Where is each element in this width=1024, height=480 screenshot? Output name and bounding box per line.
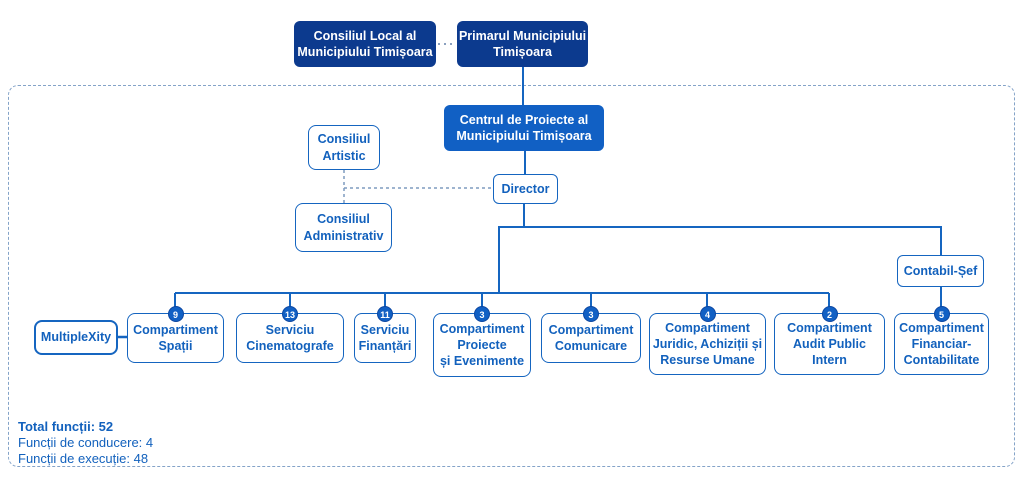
org-node-serviciu-finantari: 11 Serviciu Finanțări bbox=[354, 306, 416, 363]
department-label: Compartiment Proiecte și Evenimente bbox=[439, 321, 525, 369]
summary-conducere: Funcții de conducere: 4 bbox=[18, 434, 154, 450]
department-label: Compartiment Financiar- Contabilitate bbox=[899, 320, 984, 368]
org-node-consiliul-administrativ: Consiliul Administrativ bbox=[295, 203, 392, 252]
org-node-director: Director bbox=[493, 174, 558, 204]
department-label: Serviciu Finanțări bbox=[358, 322, 412, 353]
headcount-badge: 9 bbox=[167, 306, 184, 322]
org-node-centrul-de-proiecte: Centrul de Proiecte al Municipiului Timi… bbox=[444, 105, 604, 151]
org-node-compartiment-proiecte-evenimente: 3 Compartiment Proiecte și Evenimente bbox=[433, 306, 531, 377]
department-label: Serviciu Cinematografe bbox=[246, 322, 334, 353]
org-node-compartiment-comunicare: 3 Compartiment Comunicare bbox=[541, 306, 641, 363]
functions-summary: Total funcții: 52 Funcții de conducere: … bbox=[18, 419, 153, 467]
headcount-badge: 4 bbox=[699, 306, 716, 322]
headcount-badge: 11 bbox=[377, 306, 393, 322]
org-node-consiliul-artistic: Consiliul Artistic bbox=[308, 125, 380, 170]
headcount-badge: 13 bbox=[282, 306, 298, 322]
department-label: Compartiment Audit Public Intern bbox=[787, 320, 872, 368]
department-label: Compartiment Juridic, Achiziții și Resur… bbox=[652, 320, 763, 368]
summary-executie: Funcții de execuție: 48 bbox=[18, 450, 149, 466]
department-label: Compartiment Spații bbox=[133, 322, 218, 353]
org-node-compartiment-spatii: 9 Compartiment Spații bbox=[127, 306, 224, 363]
org-node-primarul: Primarul Municipiului Timișoara bbox=[457, 21, 588, 67]
org-node-serviciu-cinematografe: 13 Serviciu Cinematografe bbox=[236, 306, 344, 363]
org-node-consiliul-local: Consiliul Local al Municipiului Timișoar… bbox=[294, 21, 436, 67]
summary-total: Total funcții: 52 bbox=[18, 419, 114, 434]
headcount-badge: 5 bbox=[933, 306, 950, 322]
department-label: Compartiment Comunicare bbox=[548, 322, 634, 353]
org-node-compartiment-juridic: 4 Compartiment Juridic, Achiziții și Res… bbox=[649, 306, 766, 375]
org-node-compartiment-financiar: 5 Compartiment Financiar- Contabilitate bbox=[894, 306, 989, 375]
org-node-multiplexity: MultipleXity bbox=[34, 320, 118, 355]
org-node-compartiment-audit: 2 Compartiment Audit Public Intern bbox=[774, 306, 885, 375]
headcount-badge: 2 bbox=[821, 306, 838, 322]
org-node-contabil-sef: Contabil-Șef bbox=[897, 255, 984, 287]
headcount-badge: 3 bbox=[474, 306, 490, 322]
headcount-badge: 3 bbox=[583, 306, 599, 322]
org-boundary-dashed-frame bbox=[8, 85, 1015, 467]
